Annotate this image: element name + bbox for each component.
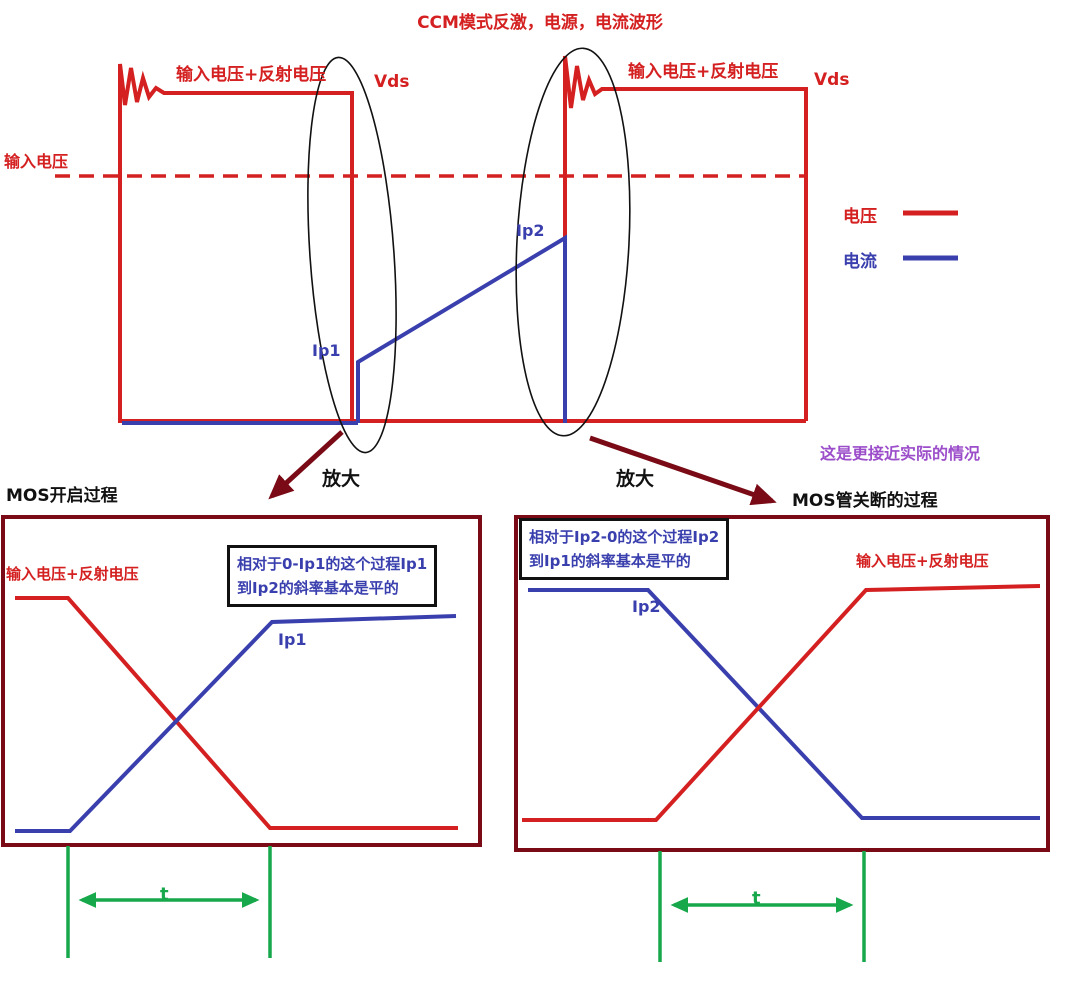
right-panel-title: MOS管关断的过程: [792, 491, 938, 511]
right-panel-note-line2: 到Ip1的斜率基本是平的: [529, 552, 691, 570]
right-panel-border: [514, 515, 1050, 852]
magnify-arrow-right: [589, 435, 777, 506]
ip1-label: Ip1: [312, 341, 341, 360]
magnify-label-left: 放大: [322, 468, 361, 490]
left-panel-note-line1: 相对于0-Ip1的这个过程Ip1: [237, 555, 428, 573]
current-ramp-waveform: [356, 234, 567, 423]
magnify-label-right: 放大: [616, 468, 655, 490]
right-panel-voltage-label: 输入电压+反射电压: [856, 552, 989, 570]
right-panel-note-line1: 相对于Ip2-0的这个过程Ip2: [529, 528, 720, 546]
left-panel-voltage-wave: [15, 596, 458, 830]
reality-note: 这是更接近实际的情况: [820, 444, 981, 463]
vds-waveform-left: [118, 63, 354, 421]
right-panel-current-wave: [528, 588, 1040, 820]
ip2-label: Ip2: [516, 221, 545, 240]
diagram-title: CCM模式反激，电源，电流波形: [417, 13, 663, 33]
left-panel-time-label: t: [160, 884, 169, 905]
top-right-voltage-label: 输入电压+反射电压: [628, 62, 779, 82]
top-left-voltage-label: 输入电压+反射电压: [176, 65, 327, 85]
magnify-arrow-left: [268, 430, 344, 500]
zoom-ellipse-left: [307, 56, 397, 454]
right-panel-ip2-label: Ip2: [632, 597, 661, 616]
left-panel-ip1-label: Ip1: [278, 630, 307, 649]
right-panel-voltage-wave: [522, 584, 1041, 822]
legend-voltage-label: 电压: [843, 207, 877, 227]
left-panel-title: MOS开启过程: [6, 486, 118, 506]
vds-left-label: Vds: [374, 72, 410, 92]
left-panel-note-box: 相对于0-Ip1的这个过程Ip1 到Ip2的斜率基本是平的: [227, 545, 438, 607]
right-panel-time-label: t: [752, 888, 761, 909]
left-panel-border: [1, 515, 482, 847]
input-voltage-label: 输入电压: [4, 152, 69, 171]
vds-right-label: Vds: [814, 70, 850, 90]
right-panel-note-box: 相对于Ip2-0的这个过程Ip2 到Ip1的斜率基本是平的: [519, 518, 730, 580]
vds-waveform-right: [563, 55, 808, 421]
left-panel-voltage-label: 输入电压+反射电压: [6, 565, 139, 583]
left-panel-note-line2: 到Ip2的斜率基本是平的: [237, 579, 399, 597]
zoom-ellipse-right: [515, 47, 631, 437]
legend-current-label: 电流: [843, 252, 877, 272]
left-panel-current-wave: [15, 614, 457, 833]
